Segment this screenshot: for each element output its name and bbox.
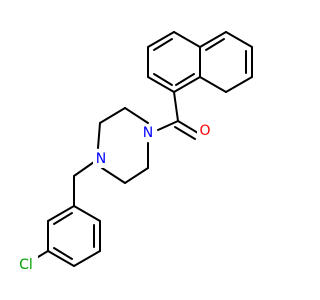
bond [173,31,201,48]
molecule-diagram: O N N Cl [14,31,253,274]
bond [147,76,175,93]
bond [147,31,175,48]
nitrogen-label-amide: N [143,125,153,141]
atom-label-layer: O N N Cl [14,122,213,274]
bond [225,31,253,48]
bond [47,250,75,267]
bond [177,120,199,134]
bond [73,250,101,267]
bond [53,247,73,260]
bond [124,107,149,124]
oxygen-label: O [199,123,210,139]
bond [101,167,126,184]
structure-canvas: O N N Cl [14,31,253,274]
nitrogen-label-benzylic: N [96,151,106,167]
bond [153,38,173,51]
bond [99,107,126,124]
bond [73,161,95,177]
bond-layer [37,31,253,267]
bond [173,76,201,93]
bond [53,212,73,225]
bond [225,76,253,93]
bond [173,91,179,122]
bond [174,126,196,140]
chlorine-label: Cl [19,257,33,273]
bond [175,73,195,86]
bond [157,120,179,131]
bond [205,38,225,51]
bond [199,31,227,48]
bond [47,205,75,222]
bond [73,205,101,222]
bond [124,167,149,184]
bond [199,76,227,93]
bond [153,73,173,86]
bond [37,250,49,258]
bond [97,122,101,149]
